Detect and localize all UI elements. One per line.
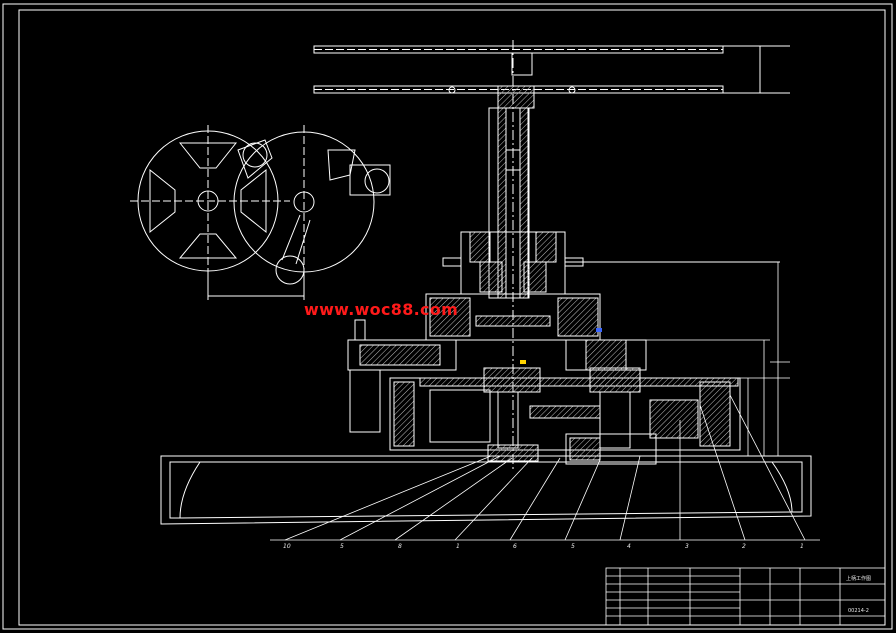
inner-border — [18, 9, 886, 626]
title-block — [605, 567, 886, 626]
callout-8: 3 — [685, 543, 689, 550]
callout-10: 1 — [800, 543, 804, 550]
bearing-housing — [425, 231, 780, 371]
callout-2: 5 — [340, 543, 344, 550]
watermark-text: www.woc88.com — [304, 300, 459, 319]
callout-4: 1 — [456, 543, 460, 550]
left-bracket — [347, 319, 457, 433]
blue-marker — [596, 328, 602, 332]
vertical-shaft — [488, 40, 535, 470]
yellow-marker — [520, 360, 526, 364]
callout-5: 6 — [513, 543, 517, 550]
dimension-lines — [600, 262, 790, 456]
base-disc — [160, 455, 812, 525]
top-crossbars — [313, 45, 790, 94]
callout-group: 10 5 8 1 6 5 4 3 2 1 — [283, 543, 804, 550]
drawing-name: 上柄工作图 — [846, 575, 871, 582]
callout-6: 5 — [571, 543, 575, 550]
callout-9: 2 — [742, 543, 746, 550]
callout-7: 4 — [627, 543, 631, 550]
outer-border — [2, 3, 893, 630]
callout-1: 10 — [283, 543, 291, 550]
leader-lines — [270, 394, 820, 541]
drawing-number: 00214-2 — [848, 608, 869, 614]
callout-3: 8 — [398, 543, 402, 550]
cam-detail-view — [130, 125, 391, 300]
gearbox — [389, 367, 741, 465]
